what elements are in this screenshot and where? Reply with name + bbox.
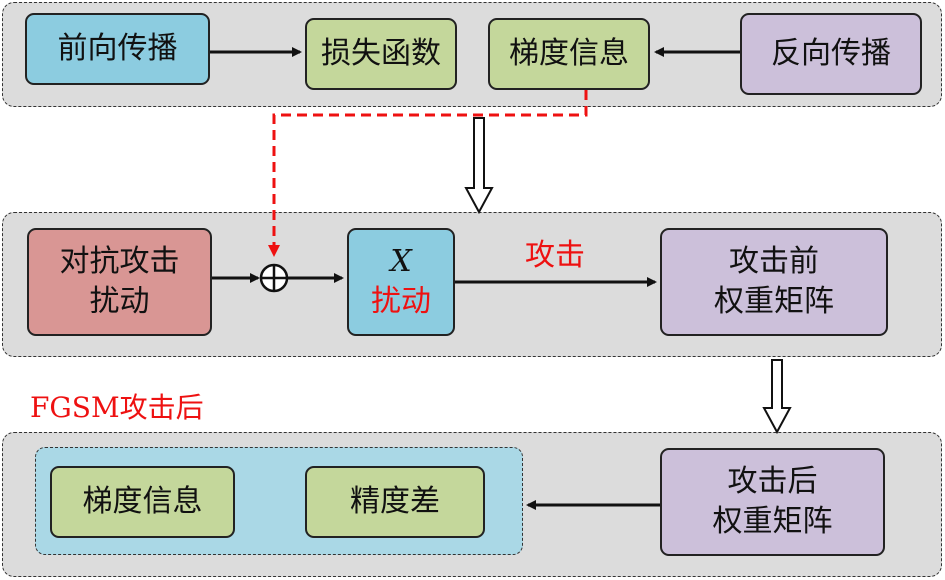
loss-function-box: 损失函数 [305,18,457,90]
attack-label: 攻击 [525,238,585,273]
x-symbol: X [390,244,412,279]
x-perturbation-box: X 扰动 [347,228,455,336]
fgsm-after-label: FGSM攻击后 [30,391,204,424]
precision-diff-box: 精度差 [305,466,485,538]
forward-propagation-box: 前向传播 [25,13,210,85]
red-dashed-gradient-feedback [268,90,588,257]
hollow-arrow-top-to-middle [464,117,494,215]
hollow-arrow-middle-to-bottom [762,359,792,435]
x-perturbation-label: 扰动 [371,284,431,319]
weights-after-attack-box: 攻击后 权重矩阵 [660,448,885,556]
backward-propagation-box: 反向传播 [740,13,922,95]
weights-before-attack-box: 攻击前 权重矩阵 [660,228,888,336]
gradient-info-box-top: 梯度信息 [488,18,650,90]
gradient-info-box-bottom: 梯度信息 [50,466,235,538]
adversarial-perturbation-box: 对抗攻击 扰动 [27,228,212,336]
